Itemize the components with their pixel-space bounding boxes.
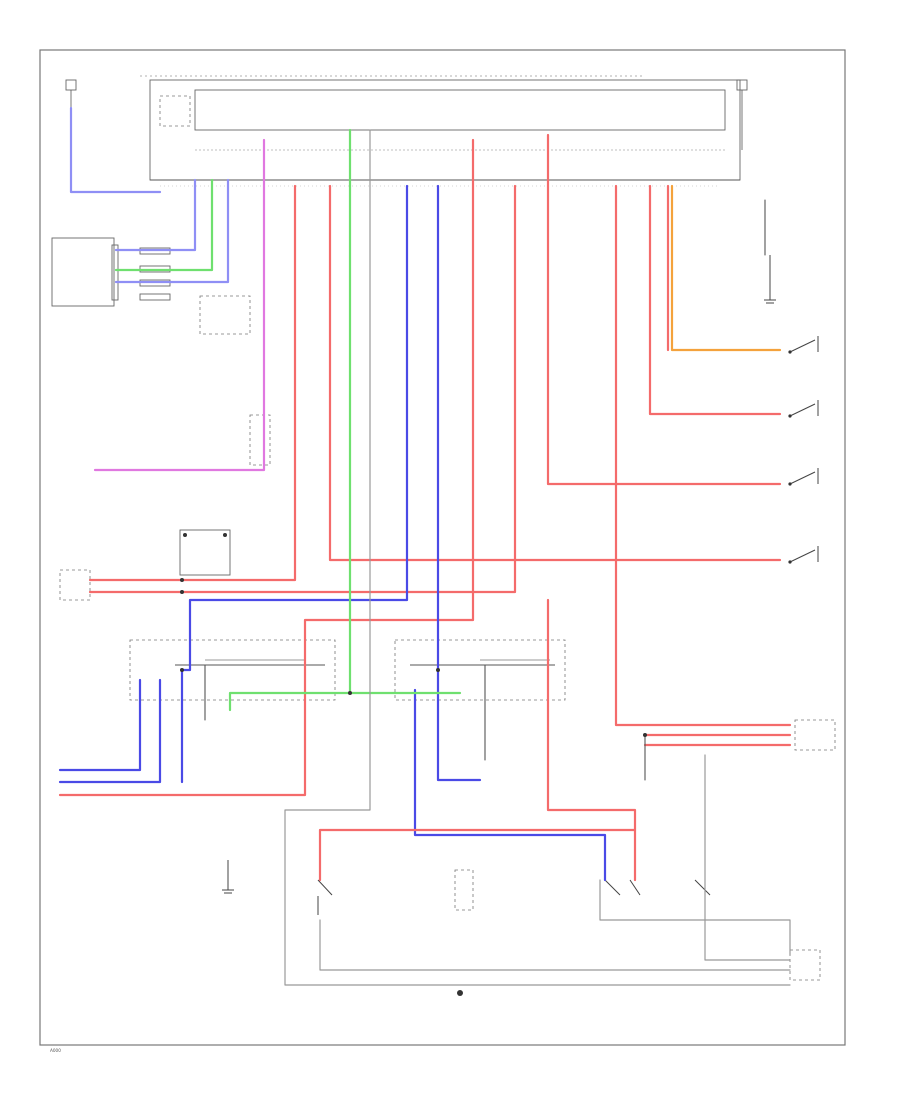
wire-violet-2 xyxy=(114,178,230,284)
left-unit-connector xyxy=(139,247,171,301)
wire-blue-1 xyxy=(180,184,409,784)
wire-red-door-2 xyxy=(88,184,517,594)
switch-box-upper-left xyxy=(199,295,251,335)
bottom-switch-center xyxy=(454,869,474,911)
wire-red-lower xyxy=(546,598,637,882)
wire-gray-1 xyxy=(284,129,791,986)
bottom-right-connector xyxy=(789,949,821,981)
wire-red-switch2 xyxy=(648,184,782,416)
wire-blue-2 xyxy=(436,184,482,782)
wire-red-door-loop xyxy=(88,184,297,582)
ground-symbol-right xyxy=(764,255,776,304)
right-connector xyxy=(794,719,836,751)
wire-green-center xyxy=(228,128,352,712)
wire-red-switch3 xyxy=(546,133,782,486)
wire-blue-3 xyxy=(58,678,162,784)
door-switch-3 xyxy=(788,468,819,486)
ground-symbol-left xyxy=(222,860,234,894)
wire-green-left xyxy=(114,178,214,272)
page-code: A000 xyxy=(50,1048,61,1053)
wire-pink xyxy=(93,138,266,472)
left-front-door-switch xyxy=(179,529,231,576)
bottom-switch-left xyxy=(317,879,333,915)
wire-gray-4 xyxy=(704,754,791,961)
wire-red-long-right xyxy=(614,184,792,727)
wire-gray-2 xyxy=(319,919,791,971)
left-rear-body-connector xyxy=(59,569,91,601)
bottom-switch-right-2 xyxy=(694,879,711,896)
diagram-frame xyxy=(39,49,846,1046)
wire-violet-left xyxy=(69,106,162,194)
switch-box-mid-left xyxy=(249,414,271,466)
wire-gray-3 xyxy=(599,879,791,956)
door-switch-1 xyxy=(788,336,819,354)
ground-point-bottom xyxy=(457,990,463,996)
wire-red-switch4 xyxy=(328,184,782,562)
door-switch-2 xyxy=(788,400,819,418)
wire-red-door-3 xyxy=(58,138,475,797)
door-switch-4 xyxy=(788,546,819,564)
wire-red-lower-2 xyxy=(318,828,637,882)
left-door-lock-actuator xyxy=(129,639,336,701)
control-module xyxy=(149,79,741,187)
right-door-lock-actuator xyxy=(394,639,566,701)
fuse-marker-right xyxy=(736,79,748,150)
wire-orange xyxy=(670,184,782,352)
fuse-marker-left xyxy=(65,79,77,108)
bottom-switch-right-1 xyxy=(604,879,641,896)
left-control-unit xyxy=(51,237,119,307)
wire-blue-4 xyxy=(58,678,142,772)
junction-dots xyxy=(180,578,647,737)
wire-violet-3 xyxy=(114,178,197,252)
wire-blue-bottom xyxy=(413,688,607,882)
